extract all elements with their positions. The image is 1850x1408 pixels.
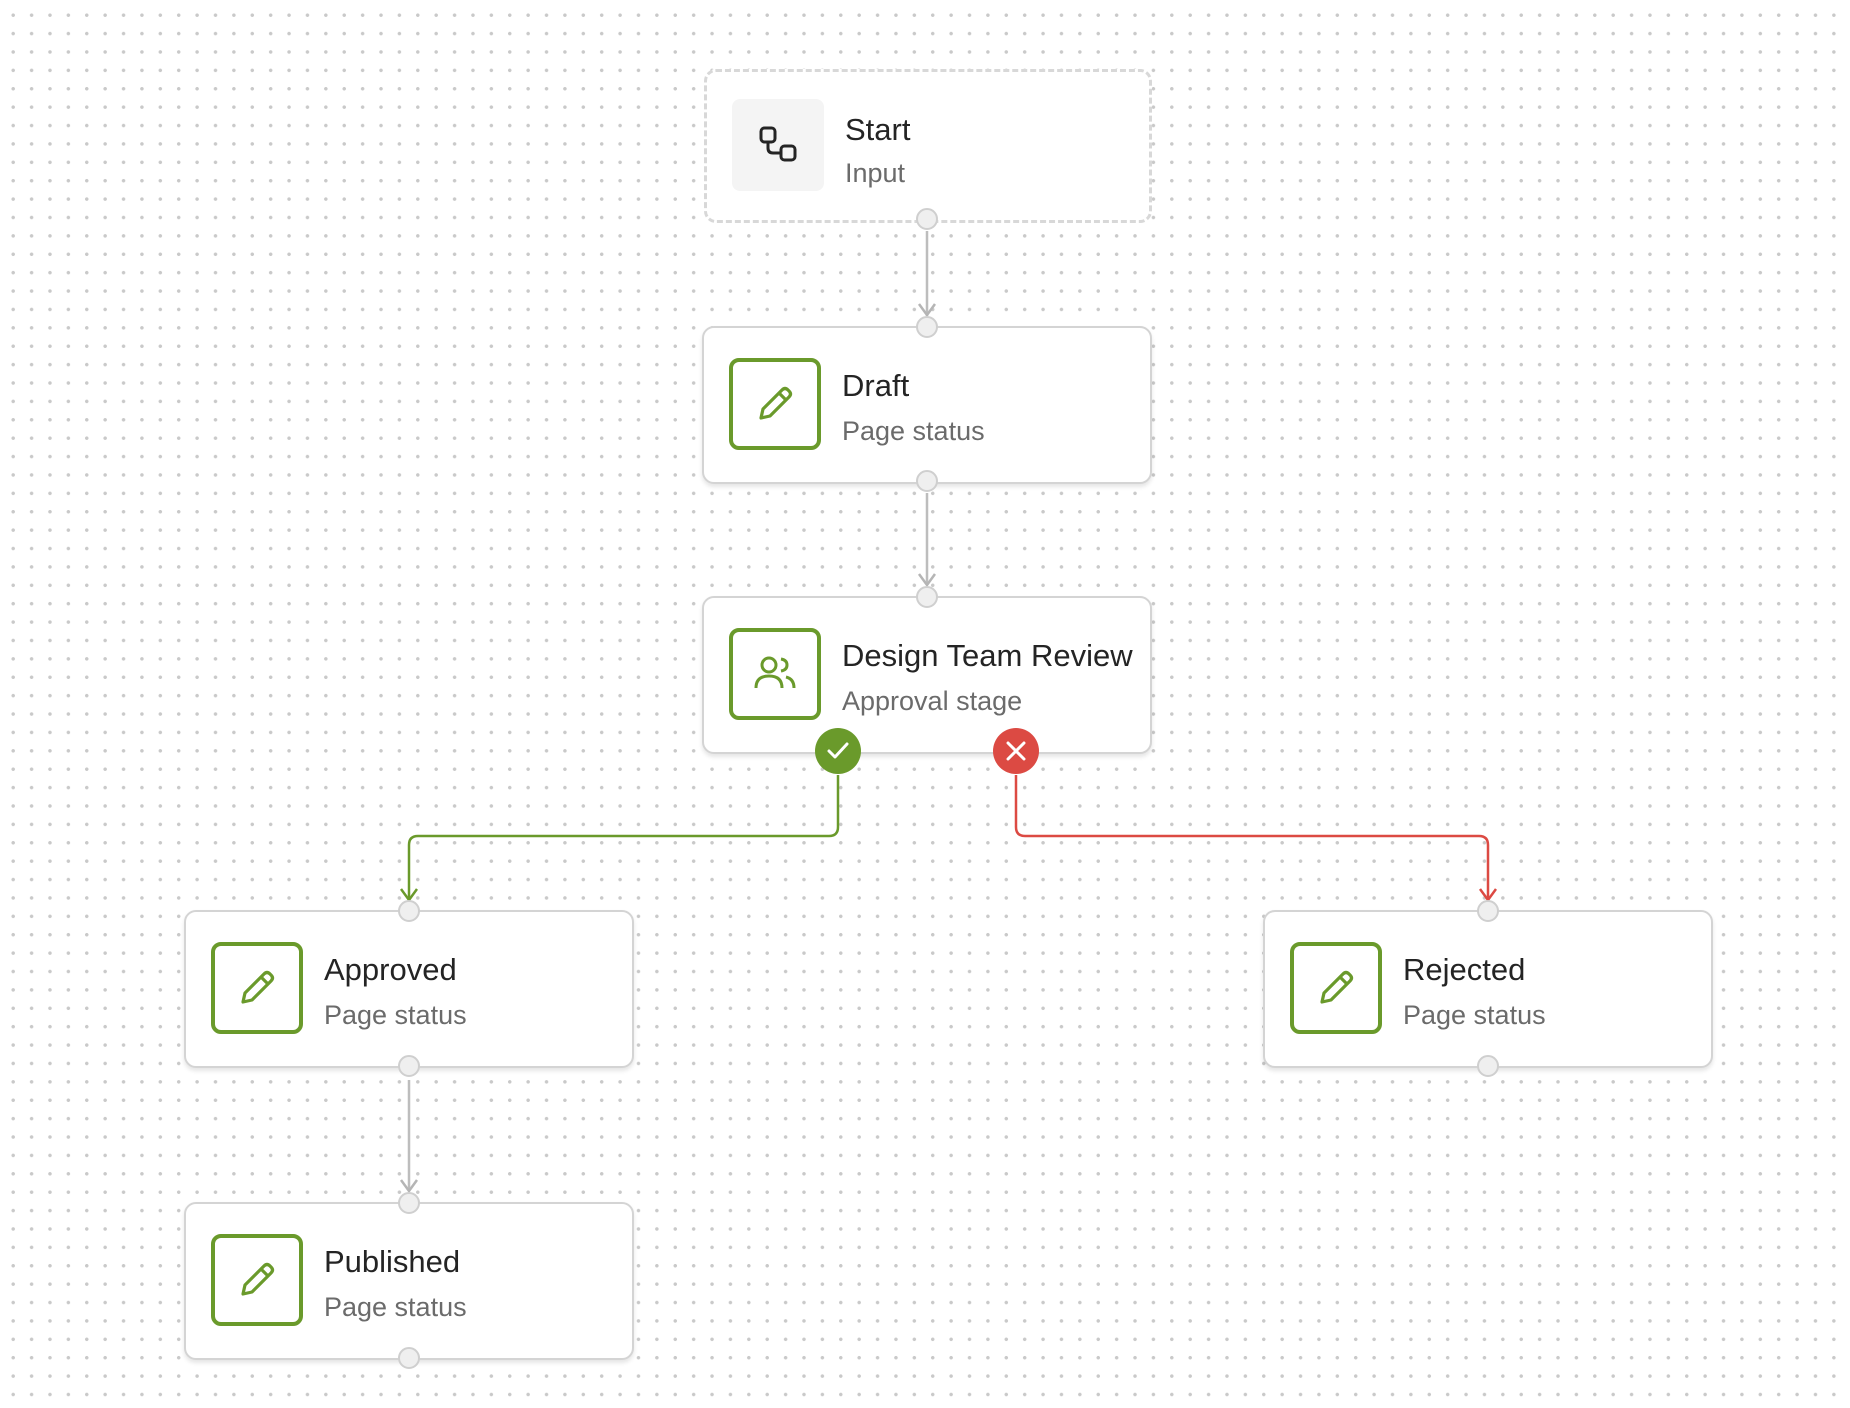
node-approved[interactable]: Approved Page status [184,910,634,1068]
input-handle[interactable] [1477,900,1499,922]
input-handle[interactable] [398,900,420,922]
output-handle[interactable] [916,470,938,492]
node-title: Published [324,1244,461,1279]
edge-review-to-approved[interactable] [407,775,840,900]
node-title: Rejected [1403,952,1526,987]
input-handle[interactable] [916,586,938,608]
node-published[interactable]: Published Page status [184,1202,634,1360]
node-subtitle: Input [845,158,906,188]
output-handle[interactable] [916,208,938,230]
arrowhead [917,303,937,318]
node-title: Start [845,112,911,147]
close-icon [1006,741,1026,761]
edge-review-to-rejected[interactable] [1014,775,1490,900]
flow-icon [732,99,824,191]
node-subtitle: Page status [842,416,985,446]
pencil-icon [211,1234,303,1326]
pencil-icon [1290,942,1382,1034]
check-icon [827,742,849,759]
node-title: Draft [842,368,910,403]
reject-outcome-button[interactable] [993,728,1039,774]
arrowhead [399,1179,419,1194]
arrowhead [917,573,937,588]
input-handle[interactable] [398,1192,420,1214]
pencil-icon [211,942,303,1034]
node-subtitle: Page status [324,1292,467,1322]
node-title: Design Team Review [842,638,1133,673]
node-subtitle: Approval stage [842,686,1023,716]
node-draft[interactable]: Draft Page status [702,326,1152,484]
node-start[interactable]: Start Input [704,69,1152,223]
output-handle[interactable] [1477,1055,1499,1077]
input-handle[interactable] [916,316,938,338]
people-icon [729,628,821,720]
output-handle[interactable] [398,1347,420,1369]
node-subtitle: Page status [324,1000,467,1030]
node-design-team-review[interactable]: Design Team Review Approval stage [702,596,1152,754]
node-title: Approved [324,952,457,987]
node-subtitle: Page status [1403,1000,1546,1030]
node-rejected[interactable]: Rejected Page status [1263,910,1713,1068]
pencil-icon [729,358,821,450]
output-handle[interactable] [398,1055,420,1077]
approve-outcome-button[interactable] [815,728,861,774]
